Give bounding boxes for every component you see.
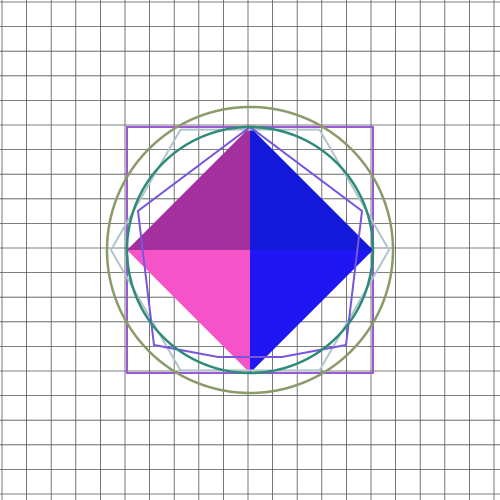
diamond-bottom-right	[250, 250, 373, 373]
outer-circle	[105, 105, 395, 395]
octagon	[136, 125, 364, 358]
diamond-top-right	[250, 127, 373, 250]
diamond-top-left	[127, 127, 250, 250]
hexagon	[109, 128, 391, 372]
diamond-bottom-left	[127, 250, 250, 373]
shape-layer	[105, 105, 395, 395]
inner-circle	[125, 125, 375, 375]
